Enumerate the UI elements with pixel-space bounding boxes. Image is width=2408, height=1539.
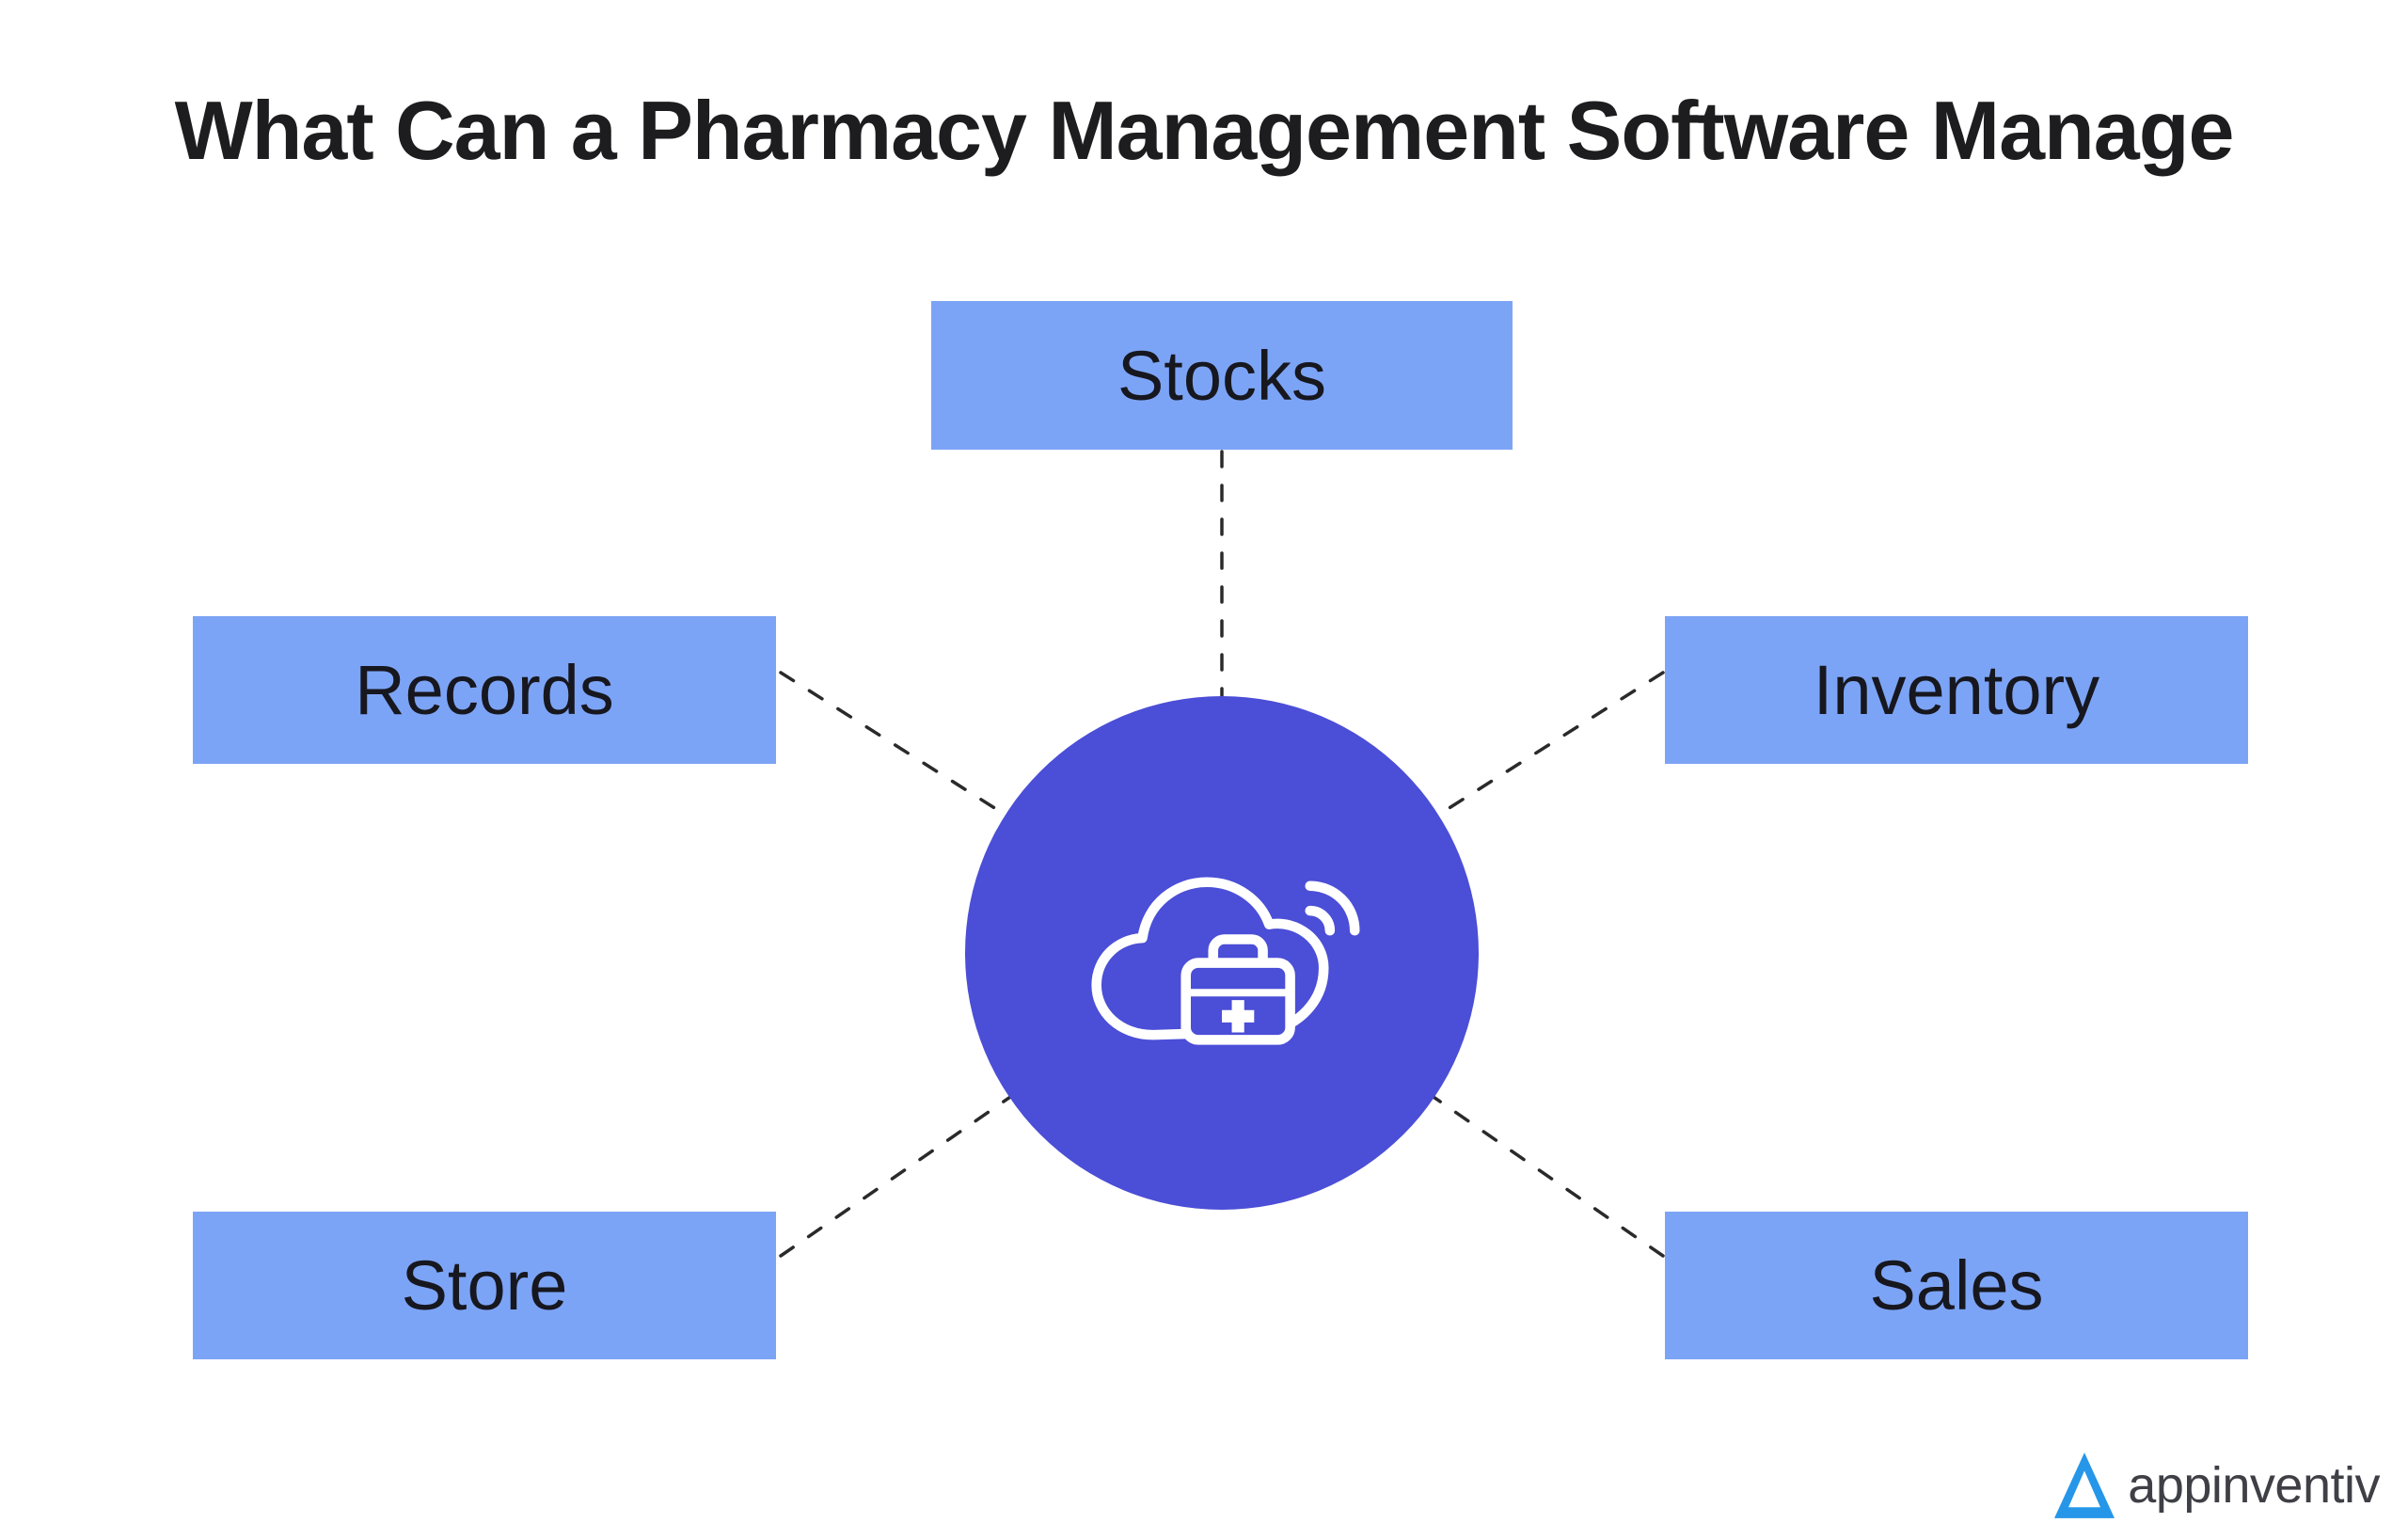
center-hub: [965, 696, 1479, 1210]
medical-cross-icon: [1222, 1000, 1255, 1033]
connector-sales: [1426, 1091, 1665, 1258]
cloud-medical-kit-icon: [1091, 877, 1360, 1045]
brand-logo: appinventiv: [2054, 1452, 2380, 1518]
wifi-arc-large-icon: [1305, 881, 1360, 936]
node-store: Store: [193, 1212, 776, 1359]
node-records-label: Records: [355, 651, 614, 729]
page-title: What Can a Pharmacy Management Software …: [174, 84, 2235, 177]
node-stocks-label: Stocks: [1117, 336, 1327, 415]
medkit-handle: [1208, 934, 1268, 968]
node-inventory: Inventory: [1665, 616, 2248, 764]
appinventiv-logo-icon: [2054, 1452, 2115, 1518]
connector-store: [779, 1091, 1018, 1258]
wifi-arc-small-icon: [1305, 905, 1336, 936]
node-inventory-label: Inventory: [1813, 651, 2100, 729]
connector-inventory: [1428, 671, 1665, 822]
brand-name: appinventiv: [2128, 1457, 2380, 1514]
connector-records: [779, 671, 1016, 822]
node-sales: Sales: [1665, 1212, 2248, 1359]
node-records: Records: [193, 616, 776, 764]
node-stocks: Stocks: [931, 301, 1513, 450]
node-sales-label: Sales: [1869, 1246, 2044, 1325]
node-store-label: Store: [401, 1246, 568, 1325]
cloud-outline: [1091, 877, 1329, 1040]
